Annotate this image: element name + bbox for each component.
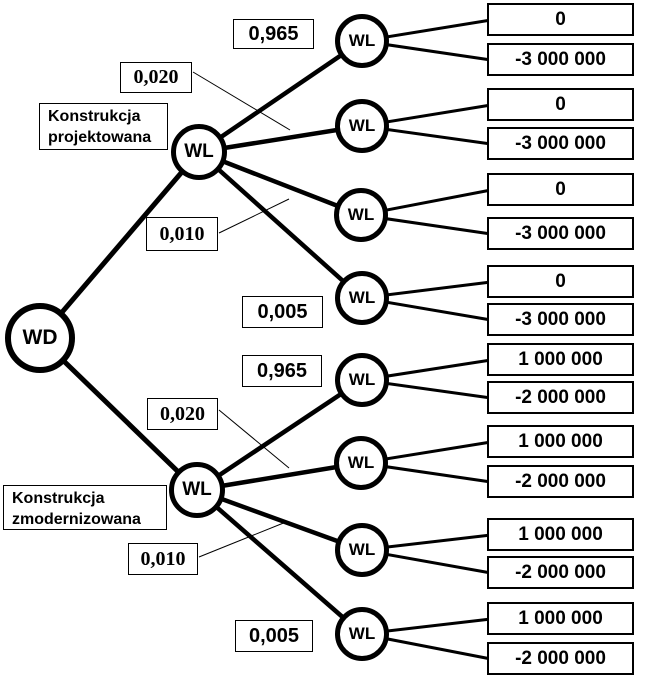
probability-label-top-965: 0,965 bbox=[233, 19, 314, 49]
pointer-bottom-p010 bbox=[198, 521, 287, 558]
pointer-top-p010 bbox=[218, 198, 290, 234]
payoff-box-13: 1 000 000 bbox=[487, 518, 634, 551]
chance-node-outcome-8: WL bbox=[335, 607, 389, 661]
chance-node-outcome-5: WL bbox=[335, 353, 389, 407]
edge-top-p965 bbox=[197, 39, 364, 154]
edge-top-p005 bbox=[197, 150, 364, 300]
chance-node-outcome-7: WL bbox=[335, 523, 389, 577]
branch-label-projektowana: Konstrukcja projektowana bbox=[39, 103, 168, 150]
pointer-bottom-p020 bbox=[218, 409, 290, 469]
probability-label-top-010: 0,010 bbox=[146, 217, 218, 251]
payoff-box-3: 0 bbox=[487, 88, 634, 121]
payoff-box-4: -3 000 000 bbox=[487, 127, 634, 160]
chance-node-outcome-2: WL bbox=[335, 99, 389, 153]
edge-bottom-p010 bbox=[196, 487, 363, 553]
payoff-box-15: 1 000 000 bbox=[487, 602, 634, 635]
chance-node-outcome-6: WL bbox=[334, 436, 388, 490]
edge-root-zmodernizowana bbox=[38, 336, 199, 492]
payoff-box-6: -3 000 000 bbox=[487, 217, 634, 250]
payoff-box-12: -2 000 000 bbox=[487, 465, 634, 498]
payoff-box-2: -3 000 000 bbox=[487, 43, 634, 76]
probability-label-bottom-965: 0,965 bbox=[242, 355, 322, 387]
branch-label-zmodernizowana: Konstrukcja zmodernizowana bbox=[3, 485, 167, 530]
chance-node-projektowana: WL bbox=[171, 124, 227, 180]
payoff-box-8: -3 000 000 bbox=[487, 303, 634, 336]
edge-bottom-p965 bbox=[195, 378, 364, 492]
chance-node-outcome-1: WL bbox=[335, 14, 389, 68]
decision-node-wd: WD bbox=[5, 303, 75, 373]
payoff-box-9: 1 000 000 bbox=[487, 343, 634, 376]
payoff-box-11: 1 000 000 bbox=[487, 425, 634, 458]
chance-node-outcome-4: WL bbox=[335, 271, 389, 325]
probability-label-bottom-005: 0,005 bbox=[235, 620, 313, 652]
payoff-box-14: -2 000 000 bbox=[487, 556, 634, 589]
edge-top-p010 bbox=[198, 149, 362, 218]
payoff-box-1: 0 bbox=[487, 3, 634, 36]
pointer-top-p020 bbox=[192, 71, 291, 131]
probability-label-top-020: 0,020 bbox=[120, 62, 192, 93]
edge-bottom-p005 bbox=[195, 488, 364, 636]
chance-node-zmodernizowana: WL bbox=[169, 462, 225, 518]
payoff-box-16: -2 000 000 bbox=[487, 642, 634, 675]
payoff-box-5: 0 bbox=[487, 173, 634, 206]
probability-label-top-005: 0,005 bbox=[242, 296, 323, 328]
payoff-box-7: 0 bbox=[487, 265, 634, 298]
edge-root-projektowana bbox=[38, 150, 201, 340]
probability-label-bottom-010: 0,010 bbox=[128, 543, 198, 575]
payoff-box-10: -2 000 000 bbox=[487, 381, 634, 414]
chance-node-outcome-3: WL bbox=[334, 188, 388, 242]
probability-label-bottom-020: 0,020 bbox=[147, 398, 218, 430]
